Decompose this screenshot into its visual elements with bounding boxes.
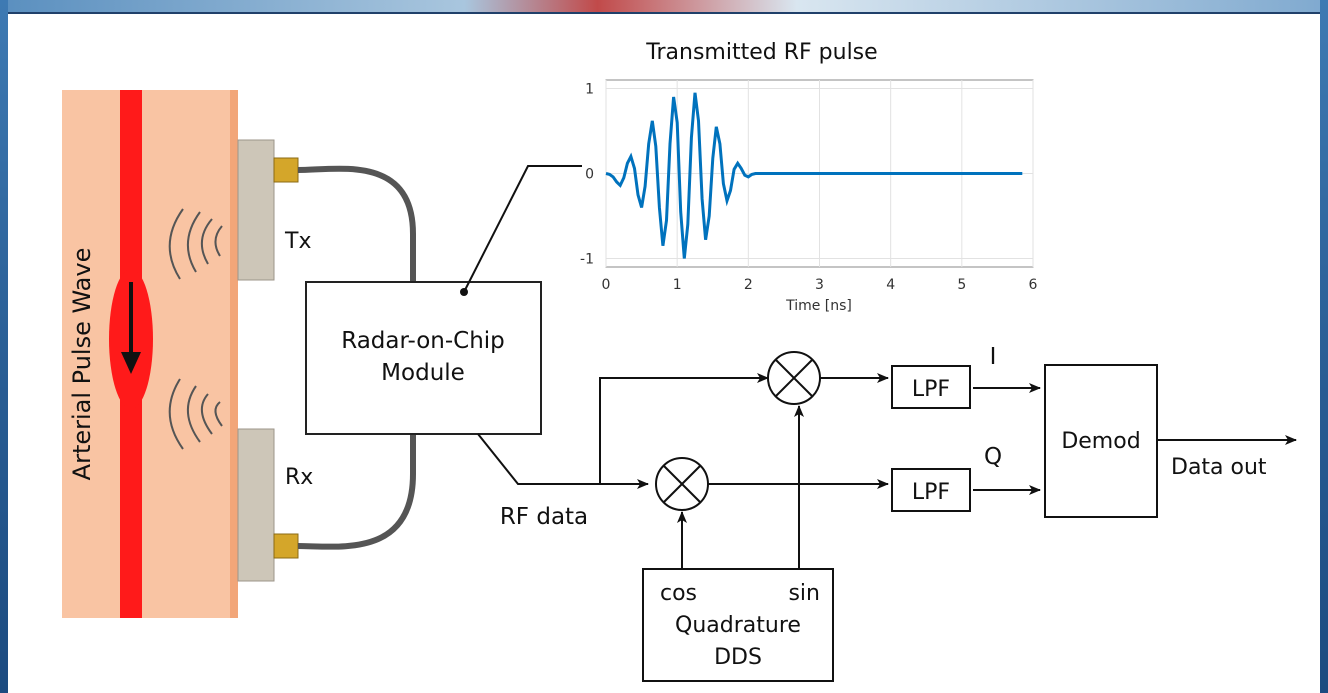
chart-title: Transmitted RF pulse: [645, 40, 877, 65]
x-tick-label: 0: [602, 277, 611, 293]
dds-label: DDS: [714, 645, 762, 670]
rf-data-line: [477, 433, 649, 489]
radio-wave-arcs: [168, 208, 223, 450]
rx-cable: [297, 434, 416, 550]
pulse-arrowhead: [121, 352, 141, 374]
rx-wave-arc-2: [186, 385, 201, 443]
tissue-cross-section: Arterial Pulse Wave: [62, 90, 238, 618]
demod-block: Demod: [1044, 364, 1158, 518]
radar-module-label-line2: Module: [381, 360, 465, 386]
mixer-bottom: [655, 457, 709, 511]
tx-antenna: Tx: [237, 139, 311, 281]
mixer-top: [767, 351, 821, 405]
radar-module-box: [305, 281, 542, 435]
background-banner: [0, 0, 1328, 14]
rx-antenna: Rx: [237, 428, 313, 582]
tx-wave-arc-2: [186, 211, 201, 273]
lpf-top-label: LPF: [912, 377, 950, 402]
radar-on-chip-module: Radar-on-Chip Module: [305, 165, 582, 435]
x-tick-label: 6: [1029, 277, 1038, 293]
diagram-canvas: Arterial Pulse Wave Tx: [8, 12, 1320, 693]
tx-label: Tx: [284, 229, 311, 254]
rx-connector: [273, 533, 299, 559]
x-tick-label: 3: [815, 277, 824, 293]
rx-wave-arc-3: [201, 393, 213, 435]
x-tick-label: 5: [957, 277, 966, 293]
lpf-bottom-label: LPF: [912, 480, 950, 505]
upper-branch-line: [599, 373, 769, 484]
rf-data-label: RF data: [500, 504, 588, 530]
tx-wave-arc-1: [168, 208, 184, 280]
rx-antenna-body: [237, 428, 275, 582]
rx-wave-arc-1: [168, 378, 184, 450]
cos-label: cos: [660, 581, 697, 606]
q-label: Q: [984, 444, 1002, 470]
rx-label: Rx: [285, 465, 313, 490]
tx-wave-arc-4: [214, 225, 223, 257]
rx-wave-arc-4: [214, 401, 223, 427]
y-tick-label: 1: [585, 82, 594, 98]
sin-label: sin: [788, 581, 820, 606]
radar-system-diagram: Arterial Pulse Wave Tx: [62, 40, 1297, 682]
data-out-label: Data out: [1171, 455, 1267, 480]
chart-xlabel: Time [ns]: [785, 298, 852, 314]
lpf-bottom: LPF: [891, 468, 971, 512]
chart-ticks: 0 1 2 3 4 5 6 1 0 -1: [580, 82, 1038, 294]
tx-wave-arc-3: [201, 218, 213, 265]
tx-cable: [297, 165, 416, 282]
tissue-edge: [230, 90, 238, 618]
tx-connector: [273, 157, 299, 183]
rf-pulse-chart: Transmitted RF pulse 0 1 2 3 4 5 6 1 0 -1 Time [n…: [580, 40, 1038, 314]
y-tick-label: -1: [580, 252, 594, 268]
x-tick-label: 2: [744, 277, 753, 293]
tx-antenna-body: [237, 139, 275, 281]
x-tick-label: 1: [673, 277, 682, 293]
signal-chain: [477, 373, 1297, 569]
background-right-edge: [1320, 0, 1328, 693]
demod-label: Demod: [1061, 429, 1140, 454]
series-line: [605, 92, 1023, 259]
quadrature-dds-block: cos sin Quadrature DDS: [642, 568, 834, 682]
y-tick-label: 0: [585, 167, 594, 183]
quadrature-label: Quadrature: [675, 613, 801, 638]
i-label: I: [990, 344, 997, 370]
background-left-edge: [0, 0, 8, 693]
radar-module-label-line1: Radar-on-Chip: [341, 328, 505, 354]
lpf-top: LPF: [891, 365, 971, 409]
x-tick-label: 4: [886, 277, 895, 293]
callout-line: [463, 165, 582, 293]
arterial-pulse-wave-label: Arterial Pulse Wave: [68, 248, 96, 481]
